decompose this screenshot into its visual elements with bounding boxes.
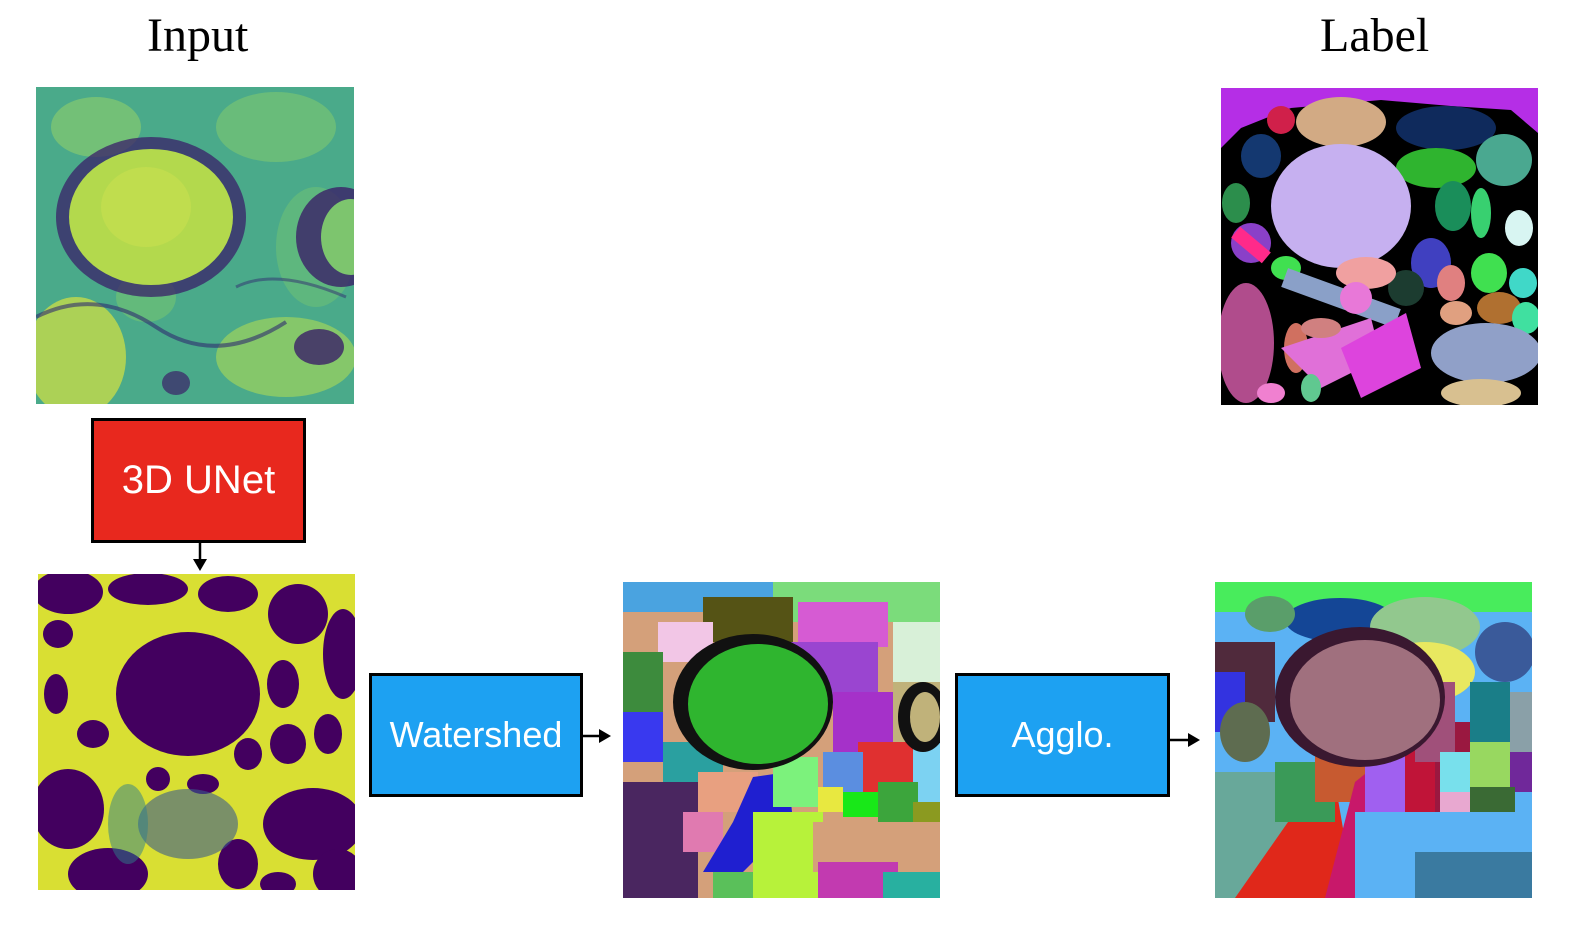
unet-step-label: 3D UNet xyxy=(121,458,276,502)
affinity-map-image xyxy=(38,574,355,890)
label-caption: Label xyxy=(1320,9,1430,62)
watershed-output-image xyxy=(623,582,940,898)
watershed-step-box: Watershed xyxy=(369,673,583,797)
input-em-image xyxy=(36,87,354,404)
agglo-step-label: Agglo. xyxy=(1011,714,1114,755)
ground-truth-label-image xyxy=(1221,88,1538,405)
unet-step-box: 3D UNet xyxy=(91,418,306,543)
agglo-step-box: Agglo. xyxy=(955,673,1170,797)
arrow-right-1 xyxy=(583,729,611,743)
arrow-down xyxy=(193,543,207,571)
arrow-right-2 xyxy=(1170,733,1200,747)
agglomeration-output-image xyxy=(1215,582,1532,898)
watershed-step-label: Watershed xyxy=(389,714,563,755)
input-caption: Input xyxy=(147,9,249,62)
